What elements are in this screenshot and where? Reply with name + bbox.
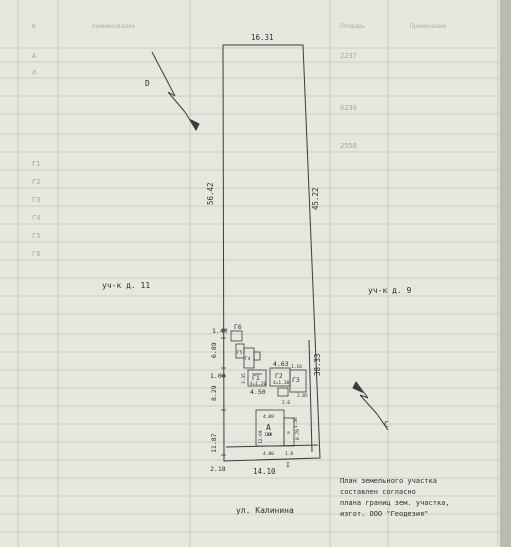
bg-row: Г1 <box>32 160 40 168</box>
outbuildings <box>230 330 307 447</box>
bg-value: 2237 <box>340 52 357 60</box>
north-arrow-letter: D <box>145 79 150 88</box>
neighbor-right: уч-к д. 9 <box>368 286 412 295</box>
dim-4-80: 4.80 <box>263 451 274 457</box>
dim-4-50: 4.50 <box>250 388 266 396</box>
bg-row: Г2 <box>32 178 40 186</box>
dim-8-79: 8.79 <box>295 429 301 440</box>
bg-header-area: Площадь <box>340 23 366 30</box>
note-line: составлен согласно <box>340 488 416 496</box>
dimension-labels: 16.31 56.42 45.22 38.33 14.10 2.18 1.40 … <box>206 33 322 476</box>
dim-top: 16.31 <box>251 33 274 42</box>
dim-2-05: 2.05 <box>297 393 308 399</box>
dim-left-1-40: 1.40 <box>212 327 228 335</box>
background-table-text: № Наименование Площадь Примечание А а Г1… <box>32 23 447 258</box>
bg-value: 6230 <box>340 104 357 112</box>
page-edge <box>500 0 511 547</box>
dim-right-upper: 45.22 <box>311 187 320 210</box>
street-label: ул. Калинина <box>236 506 294 515</box>
dim-2-6: 2.6 <box>282 400 290 406</box>
plan-note: План земельного участка составлен соглас… <box>340 477 450 518</box>
dim-left-1-00: 1.00 <box>210 372 226 380</box>
building-a-annex <box>283 417 295 447</box>
label-g3: Г3 <box>292 376 300 384</box>
label-g1-sub: 4=1.20 <box>250 381 267 387</box>
dim-bottom: 14.10 <box>253 467 276 476</box>
dim-left-11-87: 11.87 <box>210 433 218 453</box>
label-g4: Г4 <box>245 356 251 362</box>
dim-3-35: 3.35 <box>241 373 247 384</box>
south-arrow-icon <box>352 380 389 431</box>
left-edge-ticks <box>221 329 226 456</box>
north-arrow-icon <box>151 51 200 132</box>
dim-12-69: 12.69 <box>258 430 264 444</box>
label-a: А <box>266 423 271 432</box>
building-g1 <box>247 369 267 387</box>
label-a-sub: 1ЖЖ <box>264 432 272 438</box>
dim-left-8-29: 8.29 <box>210 385 218 401</box>
dim-1-8: 1.8 <box>285 451 293 457</box>
bg-header-name: Наименование <box>92 23 136 30</box>
neighbor-left: уч-к д. 11 <box>102 281 150 290</box>
dim-1-56: 1.56 <box>293 417 299 428</box>
dim-bottom-left: 2.18 <box>210 465 226 473</box>
bg-row: Г3 <box>32 196 40 204</box>
dim-1-16: 1.16 <box>291 364 302 370</box>
label-roman-i: I <box>286 461 290 469</box>
dim-left-6-89: 6.89 <box>210 342 218 358</box>
dim-left-upper: 56.42 <box>206 182 215 205</box>
south-arrow-letter: С <box>384 420 389 429</box>
label-a-annex: а <box>287 431 290 436</box>
label-g1: Г1 <box>252 374 260 382</box>
bg-header-num: № <box>32 23 36 30</box>
dim-4-63: 4.63 <box>273 360 289 368</box>
note-line: План земельного участка <box>340 477 437 485</box>
label-g5: Г5 <box>237 350 243 356</box>
building-g6 <box>230 330 243 342</box>
label-g2-sub: 4=1.20 <box>273 380 290 386</box>
building-g3 <box>289 369 307 393</box>
bg-value: 2558 <box>340 142 357 150</box>
dim-right-lower: 38.33 <box>313 353 322 376</box>
label-g6: Г6 <box>234 323 242 331</box>
bg-row: Г6 <box>32 250 40 258</box>
dim-4-89: 4.89 <box>263 414 274 420</box>
bg-row: Г4 <box>32 214 40 222</box>
note-line: изгот. ООО "Геодезия" <box>340 510 429 518</box>
bg-row: Г5 <box>32 232 40 240</box>
bg-row: А <box>32 52 37 60</box>
bg-row: а <box>32 68 36 76</box>
note-line: плана границ зем. участка, <box>340 499 450 507</box>
building-labels: А 1ЖЖ а Г1 4=1.20 Г2 4=1.20 Г3 Г4 Г5 Г6 … <box>234 323 300 469</box>
bg-header-note: Примечание <box>410 23 447 30</box>
label-g2: Г2 <box>275 372 283 380</box>
